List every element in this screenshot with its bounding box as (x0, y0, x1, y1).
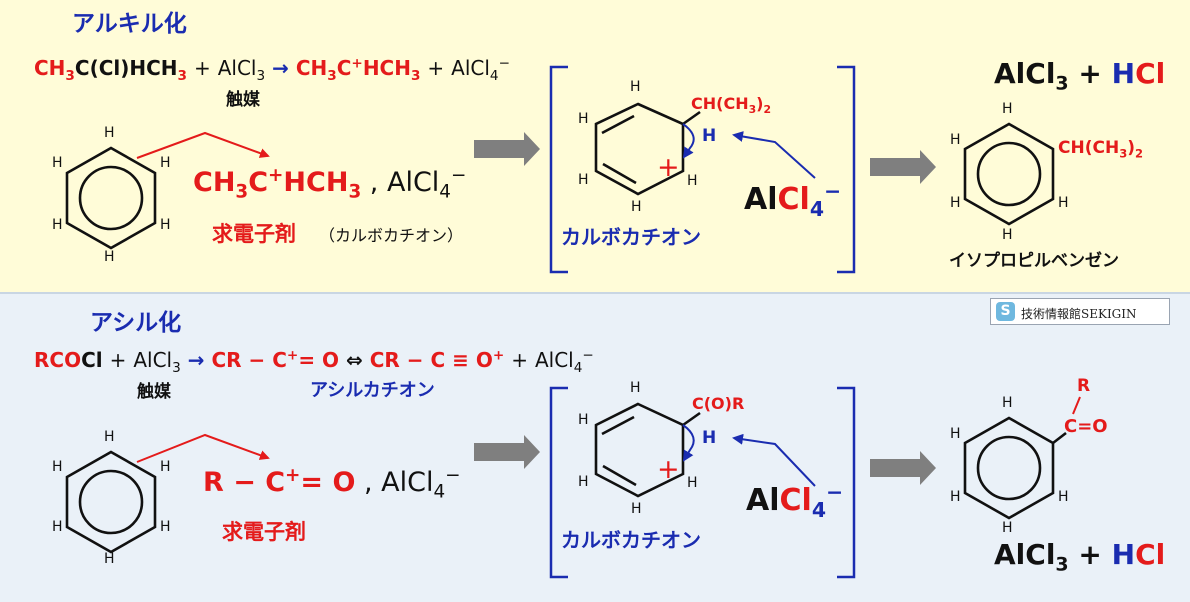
benzene-ring-cumene (963, 122, 1055, 226)
acyl-intermediate-group: C(O)R (692, 394, 745, 413)
acyl-r-bond (1072, 396, 1081, 415)
cumene-substituent: CH(CH3)2 (1058, 138, 1144, 161)
h-label: H (631, 199, 642, 215)
acyl-carbocation-label: カルボカチオン (561, 528, 701, 552)
h-label: H (1002, 520, 1013, 536)
sekigin-logo: S 技術情報館SEKIGIN (990, 298, 1170, 325)
electron-arrow-ch-acyl (682, 424, 695, 462)
electron-arrow-ch-alkyl (682, 123, 695, 159)
attack-arrow-alkyl (136, 131, 270, 159)
alkyl-intermediate-h: H (702, 126, 717, 146)
process-arrow-1 (474, 132, 540, 166)
h-label: H (950, 195, 961, 211)
h-label: H (52, 519, 63, 535)
bracket-right-alkyl (837, 65, 856, 274)
process-arrow-4 (870, 451, 936, 485)
base-attack-arrow-acyl (732, 433, 816, 487)
h-label: H (160, 459, 171, 475)
h-label: H (630, 79, 641, 95)
bracket-right-acyl (837, 386, 856, 579)
alkylation-equation: CH3C(Cl)HCH3 + AlCl3 → CH3C+HCH3 + AlCl4… (34, 55, 510, 84)
benzene-ring-acyl-reactant (65, 450, 157, 554)
bracket-left-acyl (549, 386, 568, 579)
process-arrow-2 (870, 150, 936, 184)
h-label: H (578, 412, 589, 428)
h-label: H (1002, 227, 1013, 243)
h-label: H (52, 155, 63, 171)
process-arrow-3 (474, 435, 540, 469)
alkyl-electrophile-note: （カルボカチオン） (319, 226, 464, 245)
acylation-equation: RCOCl + AlCl3 → CR − C+= O ⇔ CR − C ≡ O+… (34, 347, 594, 376)
acyl-base: AlCl4− (746, 480, 844, 522)
h-label: H (950, 132, 961, 148)
h-label: H (687, 173, 698, 189)
alkyl-carbocation-charge: + (657, 152, 680, 183)
acylium-label: アシルカチオン (310, 380, 435, 401)
h-label: H (160, 519, 171, 535)
acyl-byproduct: AlCl3 + HCl (994, 538, 1166, 576)
h-label: H (1002, 101, 1013, 117)
h-label: H (1002, 395, 1013, 411)
cyclohexadienyl-ring-acyl (594, 402, 701, 498)
h-label: H (104, 249, 115, 265)
alkyl-byproduct: AlCl3 + HCl (994, 57, 1166, 95)
alkyl-electrophile: CH3C+HCH3 , AlCl4− (193, 165, 467, 203)
h-label: H (160, 155, 171, 171)
acyl-intermediate-h: H (702, 428, 717, 448)
acyl-electrophile-label: 求電子剤 (222, 520, 306, 544)
logo-text: 技術情報館SEKIGIN (1021, 307, 1137, 321)
benzene-ring-alkyl-reactant (65, 146, 157, 250)
alkyl-electrophile-label: 求電子剤 (212, 222, 296, 246)
acyl-product-r: R (1077, 376, 1091, 396)
bracket-left-alkyl (549, 65, 568, 274)
h-label: H (104, 551, 115, 567)
h-label: H (52, 217, 63, 233)
h-label: H (687, 475, 698, 491)
acylation-title: アシル化 (90, 310, 182, 336)
h-label: H (950, 426, 961, 442)
h-label: H (631, 501, 642, 517)
panel-divider (0, 292, 1190, 294)
h-label: H (578, 172, 589, 188)
h-label: H (52, 459, 63, 475)
h-label: H (578, 111, 589, 127)
alkylation-catalyst: 触媒 (226, 90, 260, 110)
h-label: H (578, 474, 589, 490)
base-attack-arrow-alkyl (732, 131, 816, 179)
cumene-name: イソプロピルベンゼン (949, 251, 1119, 271)
acyl-product-carbonyl: C=O (1064, 416, 1108, 437)
h-label: H (104, 125, 115, 141)
h-label: H (104, 429, 115, 445)
s-logo-icon: S (996, 302, 1015, 321)
cyclohexadienyl-ring-alkyl (594, 102, 701, 196)
acylation-catalyst: 触媒 (137, 382, 171, 402)
alkyl-intermediate-group: CH(CH3)2 (691, 94, 772, 117)
h-label: H (160, 217, 171, 233)
alkylation-title: アルキル化 (72, 11, 187, 37)
alkyl-base: AlCl4− (744, 179, 842, 221)
acyl-product-bond (1052, 431, 1067, 445)
alkyl-carbocation-label: カルボカチオン (561, 225, 701, 249)
h-label: H (950, 489, 961, 505)
h-label: H (630, 380, 641, 396)
acyl-electrophile: R − C+= O , AlCl4− (203, 465, 461, 503)
h-label: H (1058, 489, 1069, 505)
attack-arrow-acyl (136, 433, 270, 463)
acyl-carbocation-charge: + (657, 454, 680, 485)
h-label: H (1058, 195, 1069, 211)
benzene-ring-acylbenzene (963, 416, 1055, 520)
